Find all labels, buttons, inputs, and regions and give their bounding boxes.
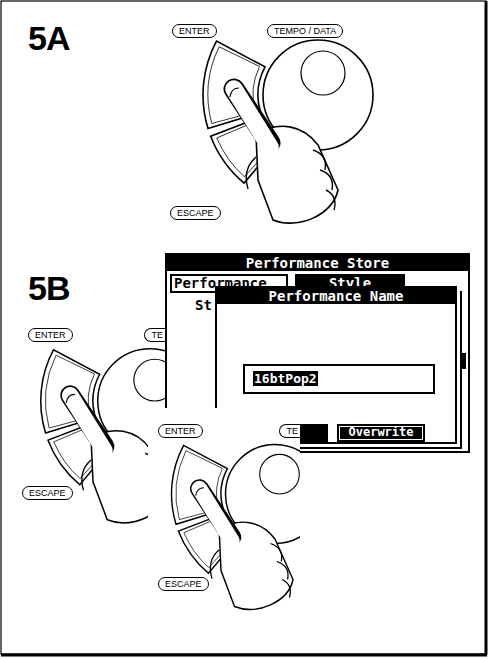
hand-crease (320, 170, 333, 190)
panel-number: 5A (28, 20, 69, 56)
dial-dimple (301, 51, 345, 95)
node-text: Performance Store (167, 255, 468, 271)
node-text: 16btPop2 (253, 371, 318, 386)
frame-shadow (485, 1, 488, 655)
fingernail (66, 394, 75, 403)
hand-crease (210, 550, 219, 579)
node-text: ESCAPE (165, 579, 202, 589)
node-text: ESCAPE (29, 488, 66, 498)
button-label: ESCAPE (22, 486, 73, 500)
button-label: ESCAPE (158, 577, 209, 591)
hand-crease (246, 157, 256, 189)
node-text: ESCAPE (177, 208, 214, 218)
finger (199, 489, 231, 541)
hand-crease (326, 190, 335, 210)
button-label: ESCAPE (170, 206, 221, 220)
button-label: TE (279, 424, 300, 438)
node-text: ENTER (35, 330, 66, 340)
button-label: TEMPO / DATA (267, 24, 343, 38)
button-label: TE (144, 328, 165, 342)
node-text: TE (151, 330, 163, 340)
node-text: Overwrite (348, 425, 413, 439)
screen-text: St (195, 297, 212, 313)
fingernail (230, 88, 239, 97)
button-label: ENTER (172, 24, 217, 38)
node-text: TE (286, 426, 298, 436)
frame-shadow (1, 654, 487, 657)
node-text: ENTER (179, 26, 210, 36)
hand-crease (282, 580, 290, 598)
control-panel (203, 40, 373, 223)
hand-crease (277, 562, 288, 580)
dial-dimple (260, 454, 300, 494)
node-text: TEMPO / DATA (274, 26, 336, 36)
node-text: Performance Name (217, 288, 455, 304)
panel-number: 5B (28, 270, 69, 306)
finger (234, 89, 270, 147)
dialog-button: Overwrite (337, 424, 425, 442)
finger (70, 395, 104, 450)
fingernail (196, 488, 204, 496)
button-label: ENTER (28, 328, 73, 342)
hand-crease (271, 544, 282, 562)
hand-crease (82, 460, 91, 490)
hand-crease (313, 150, 326, 170)
node-text: ENTER (165, 426, 196, 436)
button-label: ENTER (158, 424, 203, 438)
text-field: 16btPop2 (243, 364, 435, 394)
